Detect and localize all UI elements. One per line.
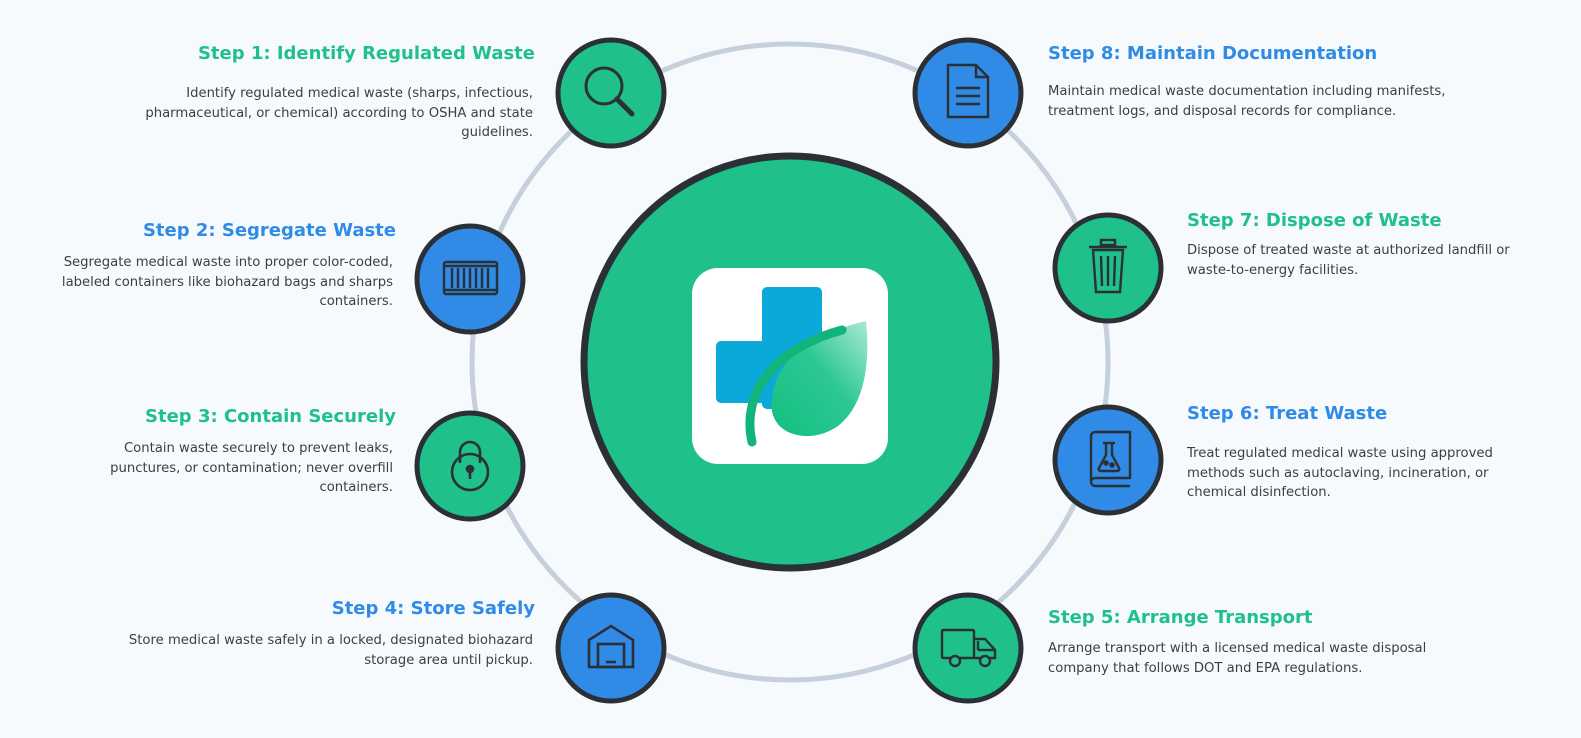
step-5-node [912, 592, 1024, 704]
step-6-description: Treat regulated medical waste using appr… [1187, 446, 1493, 500]
step-6-title: Step 6: Treat Waste [1187, 403, 1388, 424]
step-1-description: Identify regulated medical waste (sharps… [145, 86, 533, 140]
medical-cross-leaf-logo [692, 268, 888, 464]
center-hub [580, 152, 1000, 572]
step-5-title: Step 5: Arrange Transport [1048, 607, 1313, 628]
step-8-description: Maintain medical waste documentation inc… [1048, 84, 1446, 119]
step-3-node [414, 410, 526, 522]
step-2-node [414, 223, 526, 335]
container-icon [442, 260, 499, 296]
step-2-title: Step 2: Segregate Waste [142, 220, 396, 241]
padlock-icon [450, 440, 490, 492]
step-3-description: Contain waste securely to prevent leaks,… [110, 441, 393, 495]
step-4-description: Store medical waste safely in a locked, … [128, 633, 533, 668]
warehouse-icon [587, 624, 635, 669]
step-8-title: Step 8: Maintain Documentation [1048, 43, 1378, 64]
truck-icon [940, 628, 997, 668]
step-7-node [1052, 212, 1164, 324]
step-7-title: Step 7: Dispose of Waste [1187, 210, 1442, 231]
step-4-node [555, 592, 667, 704]
step-2-description: Segregate medical waste into proper colo… [61, 255, 393, 309]
process-ring [469, 41, 1111, 683]
step-6-node [1052, 404, 1164, 516]
step-5-description: Arrange transport with a licensed medica… [1048, 641, 1427, 676]
magnifier-icon [584, 66, 635, 117]
document-icon [946, 63, 990, 119]
step-7-description: Dispose of treated waste at authorized l… [1187, 243, 1510, 278]
lab-book-icon [1089, 430, 1132, 488]
trash-can-icon [1089, 238, 1127, 294]
step-3-title: Step 3: Contain Securely [145, 406, 396, 427]
step-1-node [555, 37, 667, 149]
step-1-title: Step 1: Identify Regulated Waste [197, 43, 535, 64]
step-8-node [912, 37, 1024, 149]
step-4-title: Step 4: Store Safely [331, 598, 535, 619]
